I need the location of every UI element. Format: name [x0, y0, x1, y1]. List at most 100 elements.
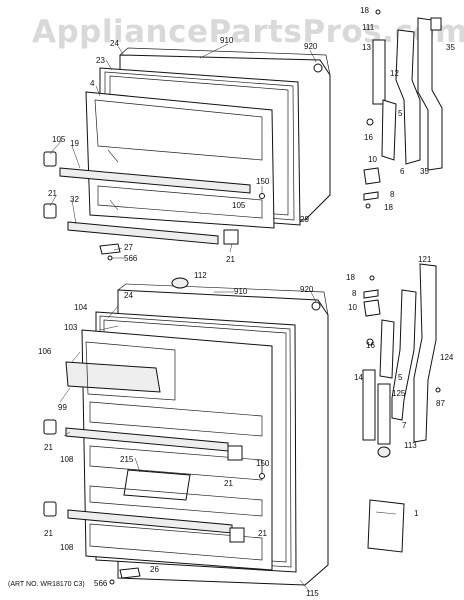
label-18-lower: 18	[346, 273, 355, 282]
label-108-lower: 108	[60, 543, 74, 552]
freezer-tag-27	[99, 243, 121, 255]
freezer-clip-105	[43, 151, 57, 167]
label-16-upper: 16	[364, 133, 373, 142]
door-nameplate-1	[367, 499, 405, 553]
label-21-upper-right: 21	[226, 255, 235, 264]
label-215: 215	[120, 455, 134, 464]
hinge-7	[391, 289, 417, 421]
label-35-lower: 35	[420, 167, 429, 176]
label-5-upper: 5	[398, 109, 403, 118]
label-150-upper: 150	[256, 177, 270, 186]
label-115: 115	[306, 589, 319, 598]
label-105-left: 105	[52, 135, 66, 144]
watermark-text: AppliancePartsPros.com	[32, 14, 464, 50]
lower-hinge-parts	[362, 263, 441, 553]
label-124: 124	[440, 353, 454, 362]
label-104: 104	[74, 303, 88, 312]
label-27: 27	[124, 243, 133, 252]
label-125: 125	[392, 389, 406, 398]
label-19: 19	[70, 139, 79, 148]
label-112: 112	[194, 271, 207, 280]
label-910-lower: 910	[234, 287, 248, 296]
label-12: 12	[390, 69, 399, 78]
label-8-upper: 8	[390, 190, 395, 199]
label-108-upper: 108	[60, 455, 74, 464]
label-18-top: 18	[360, 6, 369, 15]
label-18-upper: 18	[384, 203, 393, 212]
label-566-upper: 566	[124, 254, 138, 263]
label-121: 121	[418, 255, 432, 264]
upper-hinge-parts	[363, 9, 443, 209]
label-14: 14	[354, 373, 363, 382]
label-99: 99	[58, 403, 67, 412]
hinge-screw-87	[435, 387, 441, 393]
hinge-5a	[381, 99, 397, 161]
label-5-lower: 5	[398, 373, 403, 382]
fresh-clip-left-upper	[43, 419, 57, 435]
freezer-screw-150	[259, 193, 265, 199]
label-24-upper: 24	[110, 39, 119, 48]
label-920-lower: 920	[300, 285, 314, 294]
label-111: 111	[362, 23, 375, 32]
label-29: 29	[300, 215, 309, 224]
label-1: 1	[414, 509, 419, 518]
freezer-shelf-rail-19	[59, 167, 251, 194]
label-24-lower: 24	[124, 291, 133, 300]
hinge-bar-13	[372, 39, 386, 105]
hinge-121	[413, 263, 437, 443]
fresh-clip-left-lower	[43, 501, 57, 517]
fresh-bin-215	[123, 469, 191, 501]
hinge-shim-8b	[363, 289, 379, 299]
hinge-5b	[379, 319, 395, 379]
freezer-bar-32	[67, 221, 219, 245]
label-8-lower: 8	[352, 289, 357, 298]
label-13: 13	[362, 43, 371, 52]
hinge-pin-16a	[366, 118, 374, 126]
fresh-cap-112	[171, 277, 189, 289]
freezer-door-liner	[85, 91, 275, 229]
label-105-right: 105	[232, 201, 246, 210]
label-21-lower-right-2: 21	[258, 529, 267, 538]
hinge-pin-16b	[366, 338, 374, 346]
label-10-upper: 10	[368, 155, 377, 164]
label-26: 26	[150, 565, 159, 574]
label-920-upper: 920	[304, 42, 318, 51]
label-4: 4	[90, 79, 95, 88]
freezer-door-assembly	[43, 47, 331, 261]
fresh-screw-566	[109, 579, 115, 585]
hinge-screw-18top	[375, 9, 381, 15]
label-103: 103	[64, 323, 78, 332]
label-23: 23	[96, 56, 105, 65]
part-labels: 910 920 24 23 4 105 19 21 32 27 566 21 1…	[8, 6, 455, 598]
hinge-shim-8a	[363, 191, 379, 201]
label-21-upper-left: 21	[48, 189, 57, 198]
freezer-plug-920	[313, 63, 323, 73]
dairy-door-106	[65, 361, 161, 393]
fresh-bracket-lower	[229, 527, 245, 543]
hinge-screw-18c	[369, 275, 375, 281]
hinge-cap-35	[430, 17, 442, 31]
hinge-screw-18a	[365, 203, 371, 209]
hinge-bar-125	[377, 383, 391, 445]
fresh-food-door-assembly	[43, 277, 329, 586]
art-number: (ART NO. WR18170 C3)	[8, 581, 85, 588]
label-21-lower-left-2: 21	[44, 529, 53, 538]
label-10-lower: 10	[348, 303, 357, 312]
fresh-tag-26	[119, 567, 141, 579]
hinge-cover-10b	[363, 299, 381, 317]
hinge-cap-113	[377, 446, 391, 458]
hinge-12	[395, 29, 421, 165]
label-16-lower: 16	[366, 341, 375, 350]
freezer-bracket-right	[223, 229, 239, 245]
label-566-lower: 566	[94, 579, 108, 588]
label-106: 106	[38, 347, 52, 356]
label-21-lower-right-1: 21	[224, 479, 233, 488]
hinge-bar-14	[362, 369, 376, 441]
label-7: 7	[402, 421, 407, 430]
freezer-screw-566	[107, 255, 113, 261]
leader-lines	[49, 43, 317, 593]
label-32: 32	[70, 195, 79, 204]
label-150-lower: 150	[256, 459, 270, 468]
fresh-bracket-upper	[227, 445, 243, 461]
